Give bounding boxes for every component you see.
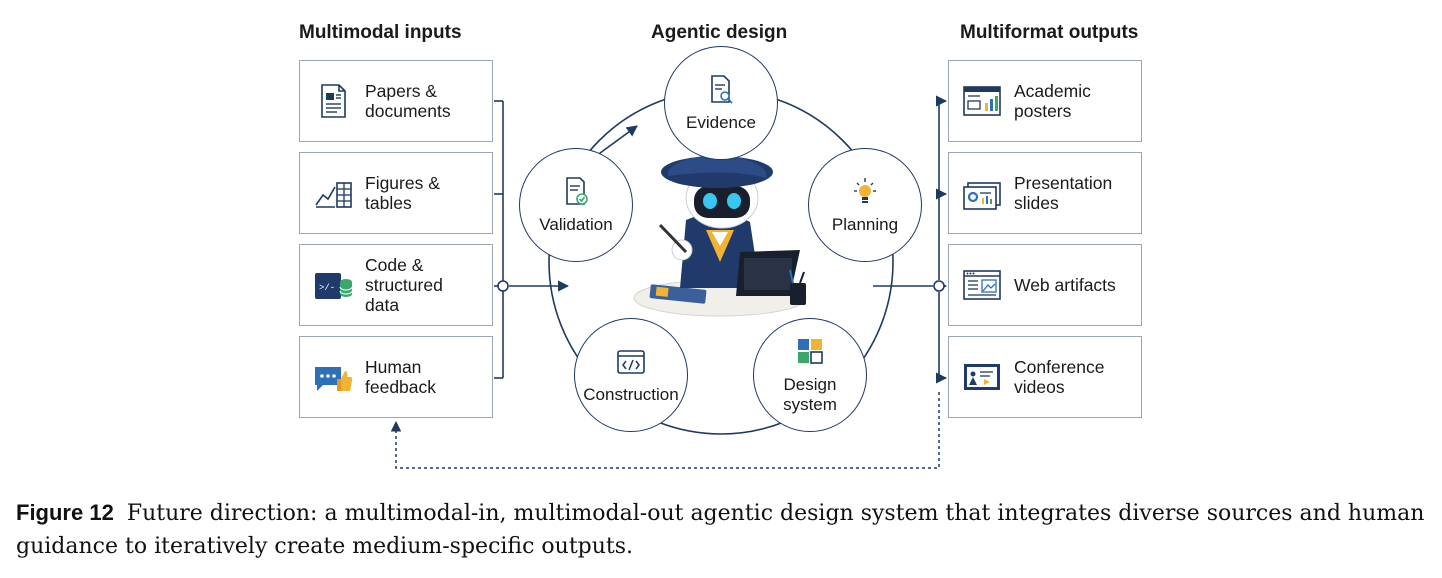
stage-label: Construction	[583, 385, 679, 404]
robot-artist-mascot	[633, 155, 807, 317]
input-label: Figures & tables	[365, 173, 440, 213]
stage-evidence: Evidence	[664, 46, 778, 160]
output-label: Presentation slides	[1014, 173, 1113, 213]
document-icon	[321, 84, 346, 118]
stage-validation: Validation	[519, 148, 633, 262]
input-label: Code & structured data	[365, 255, 443, 315]
layout-grid-icon	[798, 339, 823, 364]
output-conference-videos: Conference videos	[948, 336, 1142, 418]
code-database-icon: >/-	[315, 273, 353, 299]
poster-icon	[963, 86, 1001, 116]
feedback-loop-arrow	[390, 392, 940, 469]
input-merge-connector	[494, 100, 570, 379]
output-junction-node	[933, 280, 945, 292]
agentic-design-heading: Agentic design	[651, 22, 788, 43]
input-figures-tables: Figures & tables	[299, 152, 493, 234]
figure-caption: Figure 12 Future direction: a multimodal…	[16, 496, 1428, 563]
output-web-artifacts: Web artifacts	[948, 244, 1142, 326]
svg-text:>/-: >/-	[319, 283, 335, 293]
lightbulb-icon	[854, 178, 876, 203]
outputs-heading: Multiformat outputs	[960, 22, 1139, 43]
cycle-arrow	[595, 125, 638, 157]
chat-thumbs-up-icon	[315, 367, 353, 391]
inputs-heading: Multimodal inputs	[299, 22, 462, 43]
stage-label: Validation	[539, 215, 613, 234]
output-label: Academic posters	[1014, 81, 1091, 121]
input-papers-documents: Papers & documents	[299, 60, 493, 142]
stage-construction: Construction	[574, 318, 688, 432]
stage-label: Planning	[831, 215, 899, 234]
output-presentation-slides: Presentation slides	[948, 152, 1142, 234]
output-fan-connector	[873, 95, 948, 384]
document-check-icon	[566, 177, 588, 205]
input-human-feedback: Human feedback	[299, 336, 493, 418]
input-junction-node	[497, 280, 509, 292]
figure-label: Figure 12	[16, 500, 114, 525]
stage-label: Design system	[783, 375, 837, 414]
output-academic-posters: Academic posters	[948, 60, 1142, 142]
chart-table-icon	[315, 182, 352, 208]
code-window-icon	[617, 350, 645, 374]
stage-label: Evidence	[686, 113, 756, 132]
slides-icon	[963, 182, 1001, 210]
video-presentation-icon	[964, 364, 1000, 390]
input-label: Papers & documents	[365, 81, 451, 121]
input-label: Human feedback	[365, 357, 437, 397]
input-code-structured-data: >/- Code & structured data	[299, 244, 493, 326]
document-search-icon	[711, 75, 733, 104]
figure-caption-text: Future direction: a multimodal-in, multi…	[16, 501, 1425, 559]
output-label: Web artifacts	[1014, 275, 1116, 295]
stage-design-system: Design system	[753, 318, 867, 432]
web-page-icon	[963, 270, 1001, 300]
stage-planning: Planning	[808, 148, 922, 262]
output-label: Conference videos	[1014, 357, 1105, 397]
